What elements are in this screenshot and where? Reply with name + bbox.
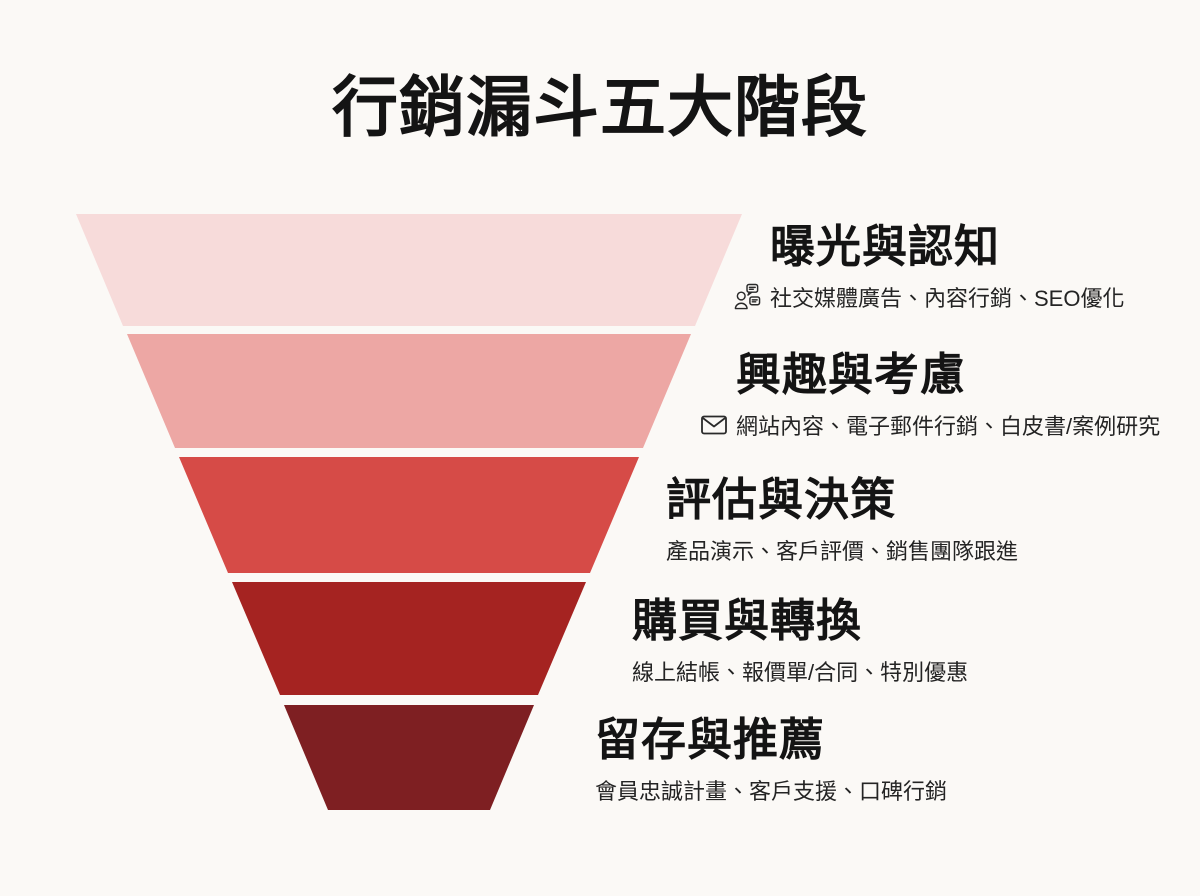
stage-3-subtitle: 產品演示、客戶評價、銷售團隊跟進 — [666, 538, 1019, 564]
stage-5-title: 留存與推薦 — [595, 714, 826, 765]
stage-1-subtitle: 社交媒體廣告、內容行銷、SEO優化 — [770, 285, 1125, 311]
stage-2-label: 興趣與考慮 網站內容、電子郵件行銷、白皮書/案例研究 — [700, 350, 1160, 441]
page-title: 行銷漏斗五大階段 — [332, 70, 868, 144]
funnel-stage-5 — [284, 705, 534, 810]
stage-4-label: 購買與轉換 線上結帳、報價單/合同、特別優惠 — [632, 596, 968, 687]
stage-1-title: 曝光與認知 — [770, 221, 1001, 272]
stage-4-subtitle: 線上結帳、報價單/合同、特別優惠 — [632, 659, 969, 685]
stage-1-label: 曝光與認知 社交媒體廣告、內容行銷、SEO優化 — [734, 222, 1124, 313]
stage-2-title: 興趣與考慮 — [736, 349, 967, 400]
stage-3-label: 評估與決策 產品演示、客戶評價、銷售團隊跟進 — [666, 475, 1018, 566]
stage-3-title: 評估與決策 — [666, 474, 897, 525]
funnel-stage-2 — [127, 334, 691, 448]
funnel-stage-3 — [179, 457, 639, 573]
stage-4-title: 購買與轉換 — [632, 595, 863, 646]
social-media-icon — [734, 282, 761, 312]
funnel-stage-4 — [232, 582, 586, 695]
stage-5-label: 留存與推薦 會員忠誠計畫、客戶支援、口碑行銷 — [595, 715, 947, 806]
email-icon — [700, 415, 727, 435]
stage-2-subtitle: 網站內容、電子郵件行銷、白皮書/案例研究 — [736, 413, 1161, 439]
funnel-stage-1 — [76, 214, 742, 326]
stage-5-subtitle: 會員忠誠計畫、客戶支援、口碑行銷 — [595, 778, 948, 804]
